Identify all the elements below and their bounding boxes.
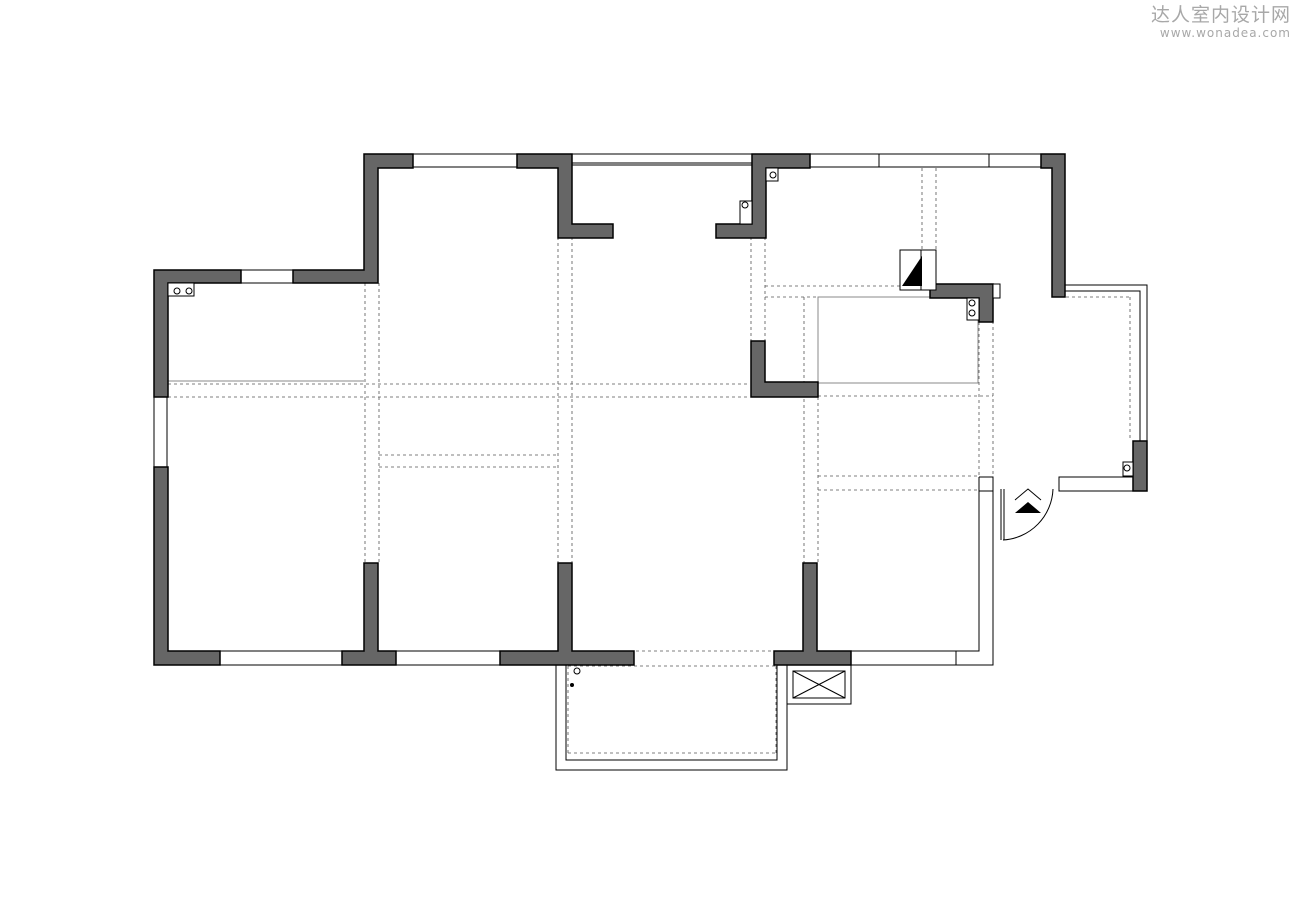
pipe-fixtures bbox=[167, 167, 1134, 687]
drain-icon bbox=[570, 683, 574, 687]
entrance-door bbox=[1000, 488, 1054, 541]
window bbox=[219, 650, 343, 666]
pipe-icon bbox=[769, 171, 777, 179]
flue-icon bbox=[902, 256, 922, 286]
beam-lines bbox=[168, 168, 1131, 754]
window bbox=[809, 153, 881, 168]
watermark: 达人室内设计网 www.wonadea.com bbox=[1151, 4, 1291, 40]
pipe-icon bbox=[968, 299, 976, 307]
pipe-icon bbox=[573, 667, 581, 675]
entrance-arrow-icon bbox=[1015, 502, 1041, 513]
window bbox=[1058, 476, 1134, 492]
window bbox=[988, 153, 1042, 168]
walls bbox=[153, 153, 1148, 666]
window bbox=[153, 396, 168, 468]
pipe-icon bbox=[173, 287, 181, 295]
pipe-icon bbox=[741, 201, 749, 209]
window bbox=[850, 650, 957, 666]
window bbox=[395, 650, 501, 666]
pipe-icon bbox=[1123, 464, 1131, 472]
window bbox=[878, 153, 990, 168]
windows bbox=[153, 153, 1134, 666]
pipe-box bbox=[1122, 461, 1134, 477]
vent-shaft bbox=[899, 249, 937, 291]
pipe-icon bbox=[185, 287, 193, 295]
watermark-title: 达人室内设计网 bbox=[1150, 4, 1291, 26]
window bbox=[240, 269, 294, 284]
balcony-outlines bbox=[555, 283, 1148, 771]
pipe-box bbox=[966, 297, 980, 321]
window bbox=[412, 153, 518, 168]
watermark-url: www.wonadea.com bbox=[1159, 26, 1291, 40]
window bbox=[571, 153, 753, 164]
pipe-icon bbox=[968, 309, 976, 317]
